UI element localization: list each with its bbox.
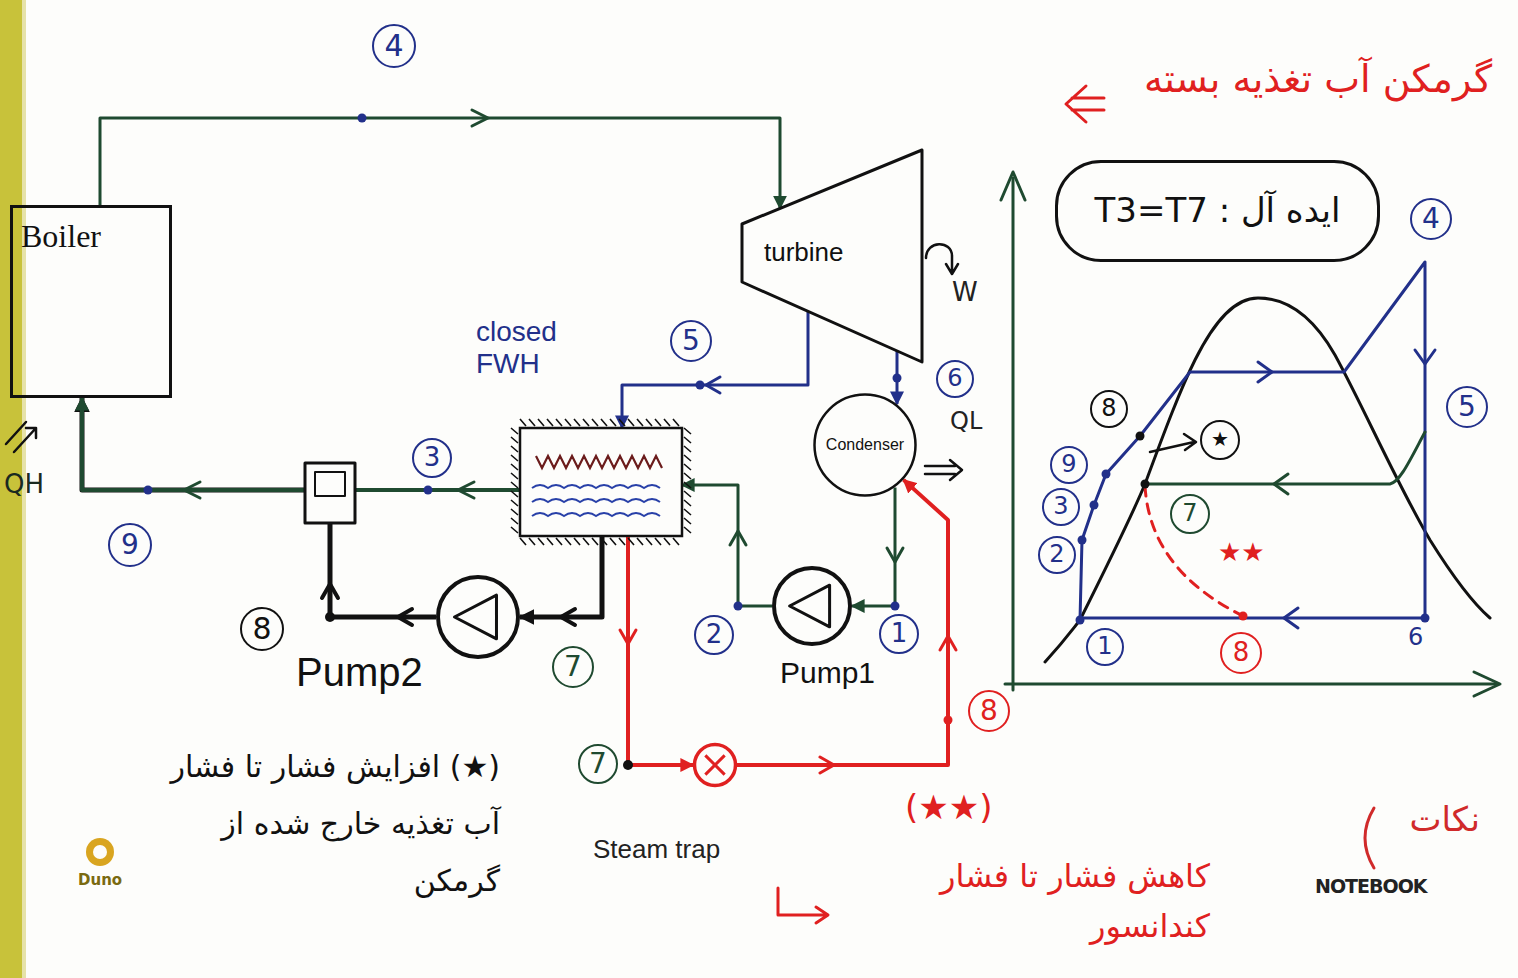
- work-arrow: [926, 244, 958, 274]
- pump-circle-outline: [772, 566, 852, 646]
- state-number: 3: [412, 438, 452, 478]
- state-number: 2: [694, 615, 734, 655]
- flow-line: [737, 480, 948, 765]
- mixing-chamber-inner: [315, 472, 345, 496]
- flow-line: [100, 118, 780, 208]
- node-label: Condenser: [826, 436, 904, 454]
- condenser-circle: Condenser: [813, 393, 917, 497]
- note-box: ایده آل : T3=T7: [1055, 160, 1380, 262]
- node-label: ایده آل : T3=T7: [1095, 191, 1341, 230]
- feedwater-heater-outline: [520, 428, 682, 536]
- flow-line: [82, 398, 436, 617]
- flow-arrows: [184, 110, 956, 773]
- node-label: Boiler: [21, 218, 101, 255]
- mixing-chamber: [305, 463, 355, 523]
- note-text: (★) افزایش فشار تا فشار آب تغذیه خارج شد…: [130, 738, 500, 909]
- steam-trap-outline: [693, 743, 737, 787]
- work-symbol: W: [952, 278, 978, 308]
- watermark: Duno: [78, 872, 122, 889]
- watermark: NOTEBOOK: [1315, 876, 1427, 898]
- node-label: turbine: [764, 238, 844, 268]
- hook-arrow: [778, 888, 828, 923]
- note-text: کاهش فشار تا فشار کندانسور: [880, 852, 1210, 951]
- boiler-box: Boiler: [10, 205, 172, 398]
- state-number: 5: [670, 320, 712, 362]
- state-number: 4: [372, 24, 416, 68]
- heat-symbol: QH: [4, 470, 44, 500]
- heat-in-arrow: [6, 422, 36, 452]
- state-number: 6: [936, 360, 974, 398]
- state-number: 1: [1086, 628, 1124, 666]
- state-number: 2: [1038, 536, 1076, 574]
- state-number: 5: [1446, 386, 1488, 428]
- flow-line: [82, 398, 520, 490]
- state-number: 7: [578, 744, 618, 784]
- flow-line: [682, 485, 772, 606]
- note-heading: نکات: [1380, 800, 1480, 839]
- turbine-shape: turbine: [740, 148, 924, 364]
- state-number: 6: [1408, 624, 1423, 652]
- process-marker: ★★: [1218, 538, 1265, 568]
- state-number: 8: [968, 690, 1010, 732]
- flow-line: [852, 487, 895, 606]
- note-marker: (★★): [905, 788, 993, 827]
- state-number: 1: [879, 614, 919, 654]
- state-number: 8: [1090, 390, 1128, 428]
- state-number: 4: [1410, 198, 1452, 240]
- state-dots: [144, 114, 953, 771]
- node-label: Steam trap: [593, 835, 720, 865]
- state-number: 7: [552, 646, 594, 688]
- pump-circle: Pump2: [436, 575, 520, 659]
- state-number: 8: [240, 607, 284, 651]
- state-number: 9: [1050, 446, 1088, 484]
- flow-line: [520, 536, 602, 617]
- feedwater-heater: closed FWH: [520, 428, 682, 536]
- flow-line: [622, 311, 808, 428]
- steam-trap: Steam trap: [693, 743, 737, 787]
- node-label: Pump1: [780, 656, 875, 691]
- pump-circle: Pump1: [772, 566, 852, 646]
- state-number: 3: [1042, 488, 1080, 526]
- pointer-arrow: [1066, 86, 1104, 122]
- heat-out-arrow: [925, 460, 962, 480]
- state-number: 7: [1170, 494, 1210, 534]
- note-bracket: [1365, 808, 1374, 868]
- node-label: Pump2: [296, 649, 423, 695]
- heading-note: گرمکن آب تغذیه بسته: [1112, 58, 1492, 102]
- state-number: 8: [1220, 632, 1262, 674]
- heat-symbol: QL: [950, 408, 982, 436]
- process-marker: ★: [1200, 420, 1240, 460]
- state-number: 9: [108, 523, 152, 567]
- flow-line: [628, 536, 693, 765]
- watermark-logo: [86, 838, 114, 866]
- pump-circle-outline: [436, 575, 520, 659]
- ts-diagram: [1001, 172, 1500, 696]
- node-label: closed FWH: [476, 316, 600, 380]
